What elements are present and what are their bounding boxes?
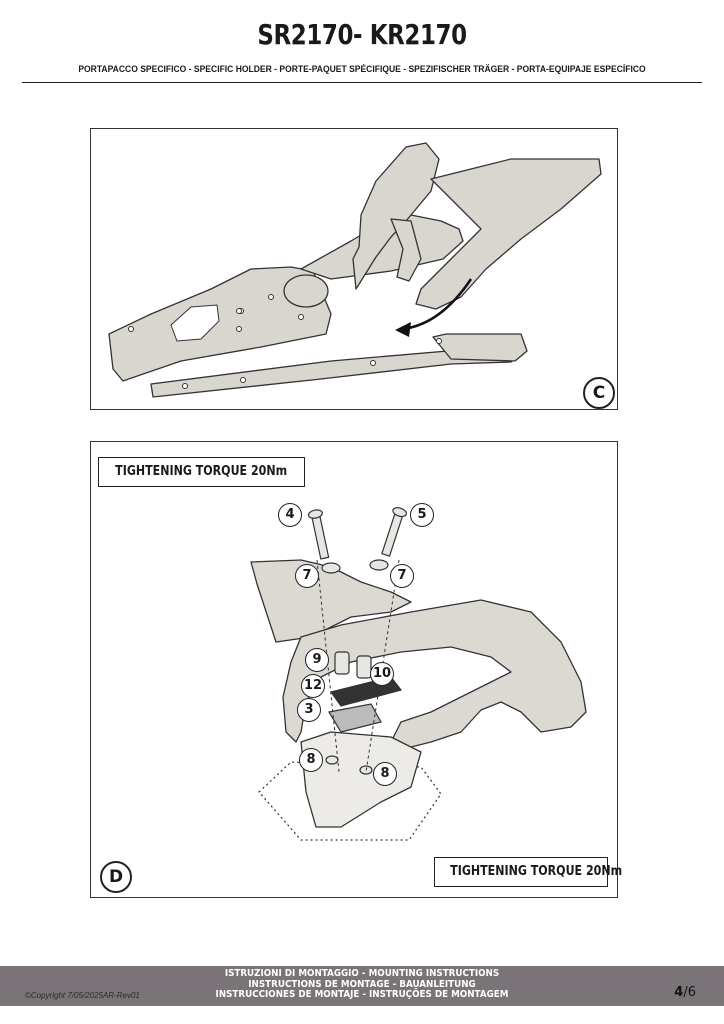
footer-bar: ISTRUZIONI DI MONTAGGIO - MOUNTING INSTR…	[0, 966, 724, 1006]
page-number: 4/6	[674, 985, 696, 1000]
page-subtitle: PORTAPACCO SPECIFICO - SPECIFIC HOLDER -…	[78, 64, 646, 75]
callout-5: 5	[410, 503, 434, 527]
torque-label-bottom: TIGHTENING TORQUE 20Nm	[434, 857, 622, 887]
callout-8-left: 8	[299, 748, 323, 772]
callout-8-right: 8	[373, 762, 397, 786]
callout-10: 10	[370, 662, 394, 686]
page-current: 4	[674, 985, 684, 1000]
diagram-panel-c: C	[90, 128, 618, 410]
footer-line-3: INSTRUCCIONES DE MONTAJE - INSTRUÇÕES DE…	[215, 989, 509, 1000]
footer-line-1: ISTRUZIONI DI MONTAGGIO - MOUNTING INSTR…	[224, 968, 500, 979]
torque-label-bottom-text: TIGHTENING TORQUE 20Nm	[450, 864, 623, 879]
diagram-panel-d: TIGHTENING TORQUE 20Nm	[90, 441, 622, 898]
step-label-c: C	[583, 377, 615, 409]
callout-4: 4	[278, 503, 302, 527]
page-total: /6	[683, 985, 696, 1000]
footer-instructions: ISTRUZIONI DI MONTAGGIO - MOUNTING INSTR…	[0, 968, 724, 1001]
page-title: SR2170- KR2170	[257, 18, 467, 51]
callout-7-left: 7	[295, 564, 319, 588]
rack-removal-illustration	[108, 142, 602, 398]
torque-label-top: TIGHTENING TORQUE 20Nm	[98, 457, 305, 487]
footer-line-2: INSTRUCTIONS DE MONTAGE - BAUANLEITUNG	[248, 978, 476, 990]
header-divider	[22, 82, 702, 83]
step-label-d: D	[100, 861, 132, 893]
callout-3: 3	[297, 698, 321, 722]
copyright-text: ©Copyright 7/05/2025AR-Rev01	[25, 991, 140, 1000]
callout-7-right: 7	[390, 564, 414, 588]
mounting-exploded-illustration	[250, 507, 587, 841]
torque-label-top-text: TIGHTENING TORQUE 20Nm	[115, 464, 288, 479]
callout-9: 9	[305, 648, 329, 672]
callout-12: 12	[301, 674, 325, 698]
